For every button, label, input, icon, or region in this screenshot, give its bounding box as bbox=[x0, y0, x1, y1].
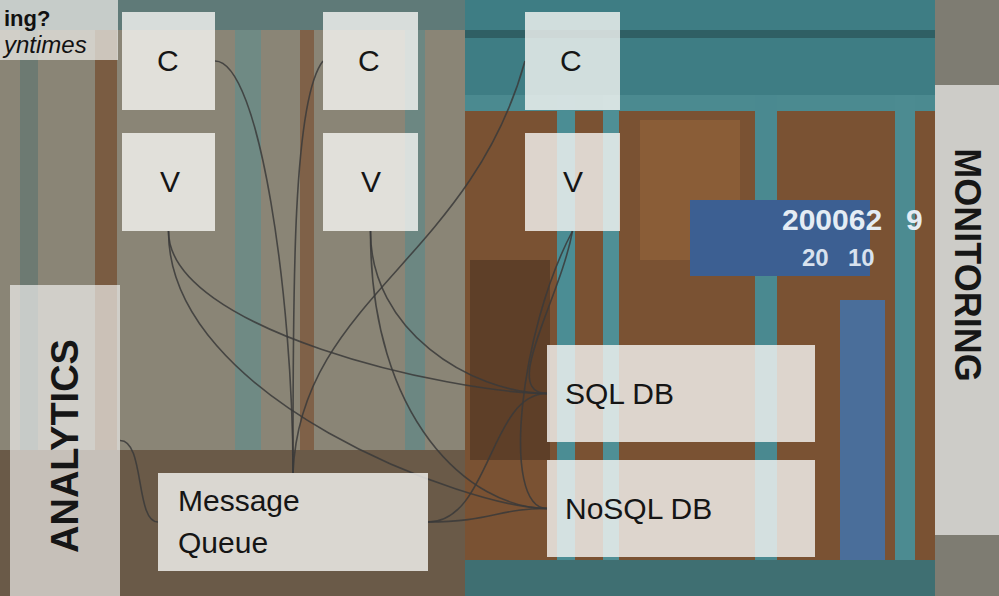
connector-curve bbox=[168, 231, 547, 394]
lock-bar bbox=[895, 95, 915, 596]
band-title: MONITORING bbox=[949, 148, 985, 381]
left-wall bbox=[0, 0, 465, 596]
connector-curve bbox=[428, 508, 547, 522]
container-box: C bbox=[122, 12, 215, 110]
container-box: C bbox=[323, 12, 418, 110]
box-label: NoSQL DB bbox=[565, 488, 712, 530]
door-sill bbox=[465, 560, 935, 596]
monitoring-band: MONITORING bbox=[935, 85, 999, 535]
heading-fragment: ing? bbox=[4, 6, 50, 32]
queue-box: Message Queue bbox=[158, 473, 428, 571]
weight-plate bbox=[840, 300, 885, 560]
analytics-band: ANALYTICS bbox=[10, 285, 120, 596]
connector-curve bbox=[293, 61, 525, 473]
check-digit: 9 bbox=[906, 203, 923, 237]
box-label: C bbox=[358, 40, 380, 82]
band-title: ANALYTICS bbox=[46, 339, 84, 553]
container-number: 200062 bbox=[782, 203, 882, 237]
connector-curve bbox=[120, 440, 158, 522]
connector-curve bbox=[370, 231, 547, 509]
connector-curve bbox=[370, 231, 547, 394]
container-box: C bbox=[525, 12, 620, 110]
volume-box: V bbox=[525, 133, 620, 231]
connector-curve bbox=[293, 61, 323, 473]
box-label: C bbox=[157, 40, 179, 82]
box-label: Message Queue bbox=[178, 480, 368, 564]
box-label: SQL DB bbox=[565, 373, 674, 415]
text-patch bbox=[0, 0, 118, 60]
volume-box: V bbox=[323, 133, 418, 231]
size-code: 20 bbox=[802, 244, 829, 272]
box-label: C bbox=[560, 40, 582, 82]
database-box: NoSQL DB bbox=[547, 460, 815, 557]
subheading-fragment: yntimes bbox=[4, 31, 87, 59]
door bbox=[465, 0, 935, 596]
volume-box: V bbox=[122, 133, 215, 231]
connector-curve bbox=[215, 61, 293, 473]
right-edge bbox=[935, 0, 999, 596]
connector-curve bbox=[428, 393, 547, 522]
box-label: V bbox=[563, 161, 583, 203]
type-code: 10 bbox=[848, 244, 875, 272]
box-label: V bbox=[361, 161, 381, 203]
database-box: SQL DB bbox=[547, 345, 815, 442]
box-label: V bbox=[160, 161, 180, 203]
rust-patch bbox=[470, 260, 550, 460]
connector-curve bbox=[168, 231, 547, 509]
